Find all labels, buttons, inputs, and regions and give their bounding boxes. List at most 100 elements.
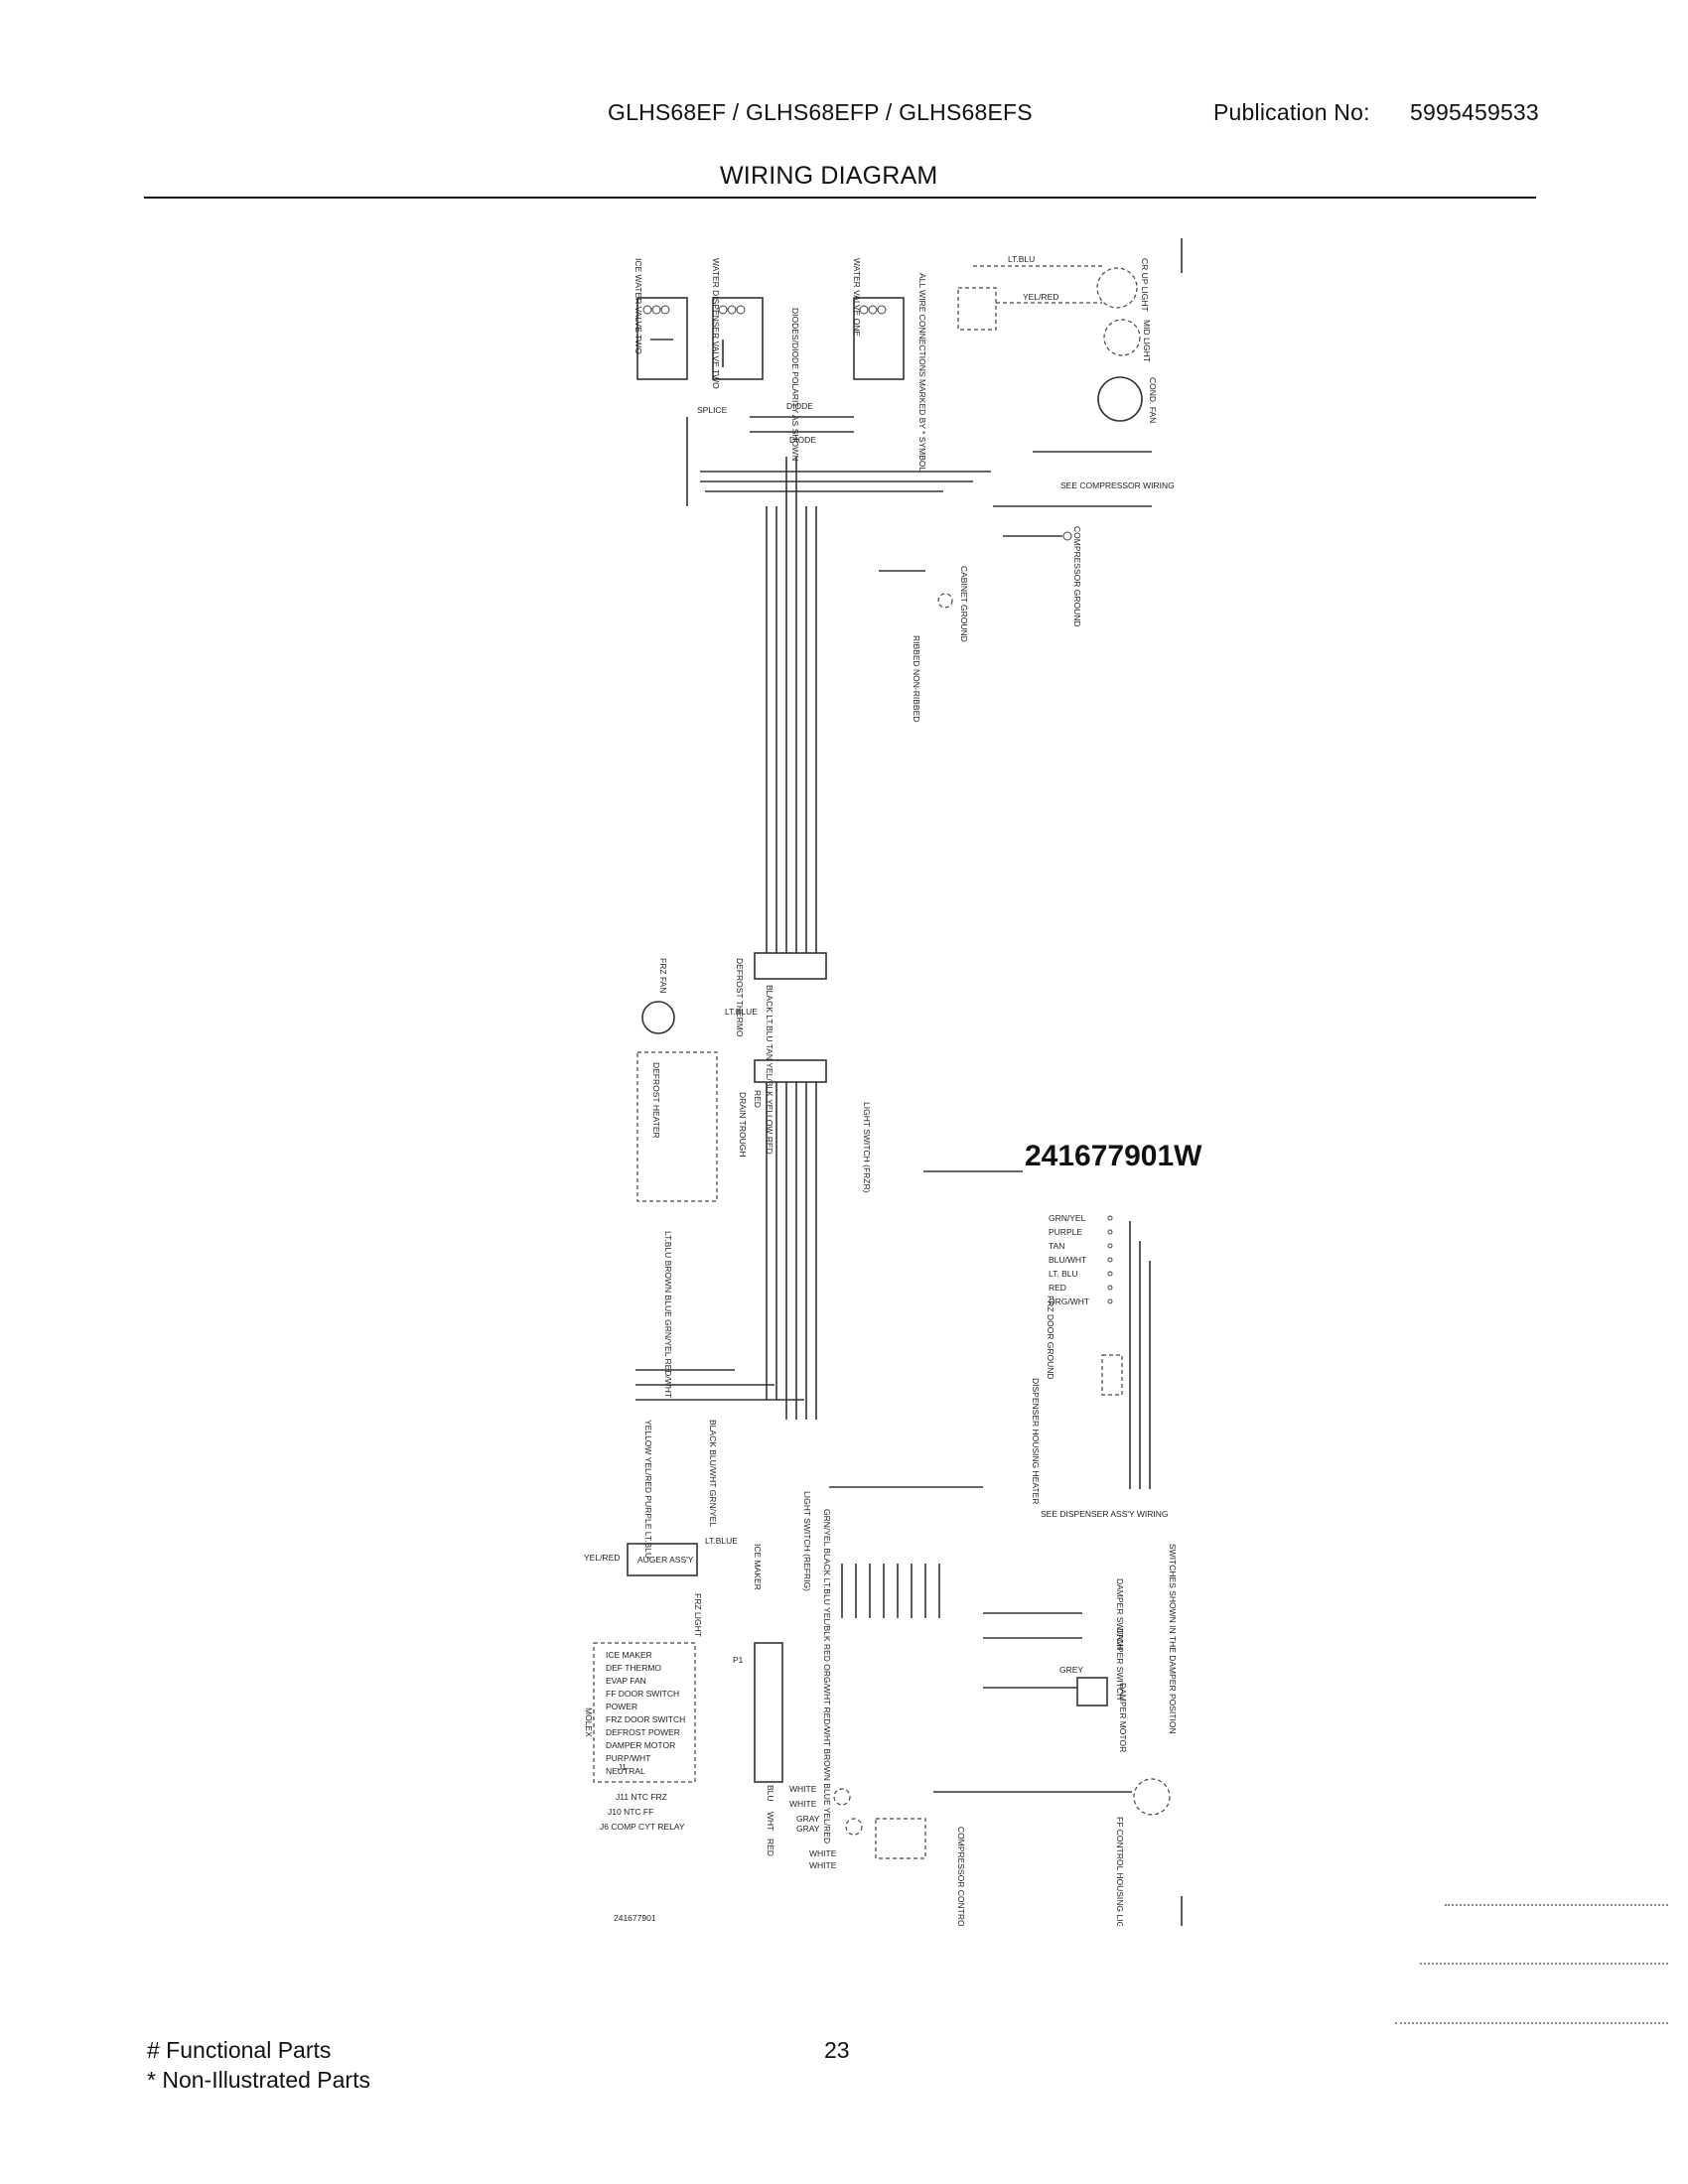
label-see-dispenser-assy-wiring: SEE DISPENSER ASS'Y WIRING [1041,1509,1169,1519]
label-red-2: RED [766,1839,775,1856]
label-yel-red: YEL/RED [1023,292,1058,302]
label-yel-red-2: YEL/RED [584,1553,620,1563]
label-damper-switch-2: DAMPER SWITCH [1115,1628,1125,1700]
label-white-2: WHITE [789,1799,817,1809]
board-terminal-2: EVAP FAN [606,1676,646,1686]
connector-lower [754,1059,827,1083]
label-diodes-note: DIODES/DIODE POLARITY AS SHOWN [790,308,800,461]
board-terminal-5: FRZ DOOR SWITCH [606,1714,685,1724]
damper-motor-box [1076,1677,1108,1706]
publication-number: 5995459533 [1410,99,1539,125]
legend-dot-3 [1107,1257,1113,1263]
legend-dot-1 [1107,1229,1113,1235]
board-sub-1: J10 NTC FF [608,1807,653,1817]
label-switches-shown: SWITCHES SHOWN IN THE DAMPER POSITION [1168,1544,1178,1734]
dotted-leader-2 [1420,1963,1668,1965]
label-wht: WHT [766,1812,775,1831]
label-gray-2: GRAY [796,1824,820,1834]
legend-color-2: TAN [1049,1241,1064,1251]
legend-color-4: LT. BLU [1049,1269,1078,1279]
board-sub-2: J6 COMP CYT RELAY [600,1822,685,1832]
label-see-compressor-wiring: SEE COMPRESSOR WIRING [1060,480,1175,490]
label-dispenser-housing-heater: DISPENSER HOUSING HEATER [1031,1378,1041,1504]
label-connections-note: ALL WIRE CONNECTIONS MARKED BY * SYMBOL [917,273,927,473]
board-sub-labels: J11 NTC FRZ J10 NTC FF J6 COMP CYT RELAY [600,1792,685,1832]
board-terminals: ICE MAKER DEF THERMO EVAP FAN FF DOOR SWITC… [606,1650,685,1776]
board-terminal-1: DEF THERMO [606,1663,661,1673]
board-sub-0: J11 NTC FRZ [616,1792,667,1802]
board-terminal-4: POWER [606,1702,637,1711]
legend-dot-6 [1107,1298,1113,1304]
defrost-heater-box [636,1051,718,1202]
legend-color-1: PURPLE [1049,1227,1082,1237]
diagram-part-number: 241677901W [1025,1140,1202,1172]
label-diode-1: DIODE [786,401,813,411]
label-compressor-ground: COMPRESSOR GROUND [1072,526,1082,627]
dotted-leader-1 [1445,1904,1668,1906]
valve-water-one [853,297,905,380]
frz-fan-motor [641,1001,675,1034]
legend-color-5: RED [1049,1283,1066,1293]
legend-color-0: GRN/YEL [1049,1213,1086,1223]
legend-dot-5 [1107,1285,1113,1291]
legend-color-6: ORG/WHT [1049,1297,1089,1306]
board-terminal-0: ICE MAKER [606,1650,652,1660]
board-terminal-8: PURP/WHT [606,1753,650,1763]
label-damper-motor: DAMPER MOTOR [1118,1683,1128,1752]
label-ribbed-non-ribbed: RIBBED NON-RIBBED [912,635,921,722]
label-white-1: WHITE [789,1784,817,1794]
legend-functional-parts: # Functional Parts [147,2037,332,2063]
ff-control-housing-light-bulb [1133,1778,1171,1816]
valve-water-dispenser-two [712,297,764,380]
p1-connector [754,1642,783,1783]
label-gray-1: GRAY [796,1814,820,1824]
label-lt-blue: LT.BLUE [725,1007,758,1017]
label-frz-light: FRZ LIGHT [693,1593,703,1637]
page-number: 23 [824,2037,850,2063]
compressor-relay-box [875,1818,926,1859]
legend-dot-2 [1107,1243,1113,1249]
label-compressor-control-relay: COMPRESSOR CONTROL RELAY [956,1827,966,1926]
label-grey: GREY [1059,1665,1083,1675]
label-light-switch-refrig: LIGHT SWITCH (REFRIG) [802,1491,812,1591]
wire-color-legend: GRN/YEL PURPLE TAN BLU/WHT LT. BLU RED ORG/WHT [1049,1213,1113,1306]
mid-light-bulb [1103,319,1141,356]
label-ff-control-housing-light: FF CONTROL HOUSING LIGHT [1115,1817,1125,1926]
label-defrost-heater: DEFROST HEATER [651,1062,661,1139]
board-terminal-6: DEFROST POWER [606,1727,680,1737]
wiring-diagram: ICE WATER VALVE TWO WATER DISPENSER VALV… [584,238,1183,1926]
legend-color-3: BLU/WHT [1049,1255,1086,1265]
label-cond-fan: COND. FAN [1148,377,1158,423]
label-j1: J1 [618,1762,627,1772]
publication-label: Publication No: [1213,99,1370,125]
label-wire-colors-low-left: YELLOW YEL/RED PURPLE LT.BLU [643,1420,653,1559]
label-auger-assy: AUGER ASS'Y [637,1555,694,1565]
cond-fan-motor [1097,376,1143,422]
label-wire-colors-top: BLACK LT.BLU TAN YEL/BLK YELLOW RED [765,985,774,1155]
label-damper-switch-1: DAMPER SWITCH [1115,1578,1125,1650]
legend-dot-0 [1107,1215,1113,1221]
legend-dot-4 [1107,1271,1113,1277]
board-terminal-3: FF DOOR SWITCH [606,1689,679,1699]
housing-heater-element [1101,1354,1123,1396]
label-blu: BLU [766,1785,775,1802]
label-white-4: WHITE [809,1860,837,1870]
label-frz-fan: FRZ FAN [658,958,668,993]
board-terminal-7: DAMPER MOTOR [606,1740,675,1750]
label-lt-blu: LT.BLU [1008,254,1035,264]
label-splice: SPLICE [697,405,728,415]
label-cr-up-light: CR UP LIGHT [1140,258,1150,312]
control-board [593,1642,696,1783]
valve-ice-water-two [636,297,688,380]
label-wire-colors-board: GRN/YEL BLACK LT.BLU YEL/BLK RED ORG/WHT… [822,1509,832,1843]
label-defrost-thermo: DEFROST THERMO [735,958,745,1037]
board-terminal-9: NEUTRAL [606,1766,645,1776]
model-numbers: GLHS68EF / GLHS68EFP / GLHS68EFS [608,99,1033,125]
label-drain-trough: DRAIN TROUGH [738,1092,748,1158]
label-wire-colors-mid: LT.BLU BROWN BLUE GRN/YEL RED/WHT [663,1231,673,1398]
label-ice-maker: ICE MAKER [753,1544,763,1590]
dotted-leader-3 [1395,2022,1668,2024]
label-cabinet-ground: CABINET GROUND [959,566,969,642]
legend-non-illustrated-parts: * Non-Illustrated Parts [147,2067,370,2093]
label-white-3: WHITE [809,1848,837,1858]
